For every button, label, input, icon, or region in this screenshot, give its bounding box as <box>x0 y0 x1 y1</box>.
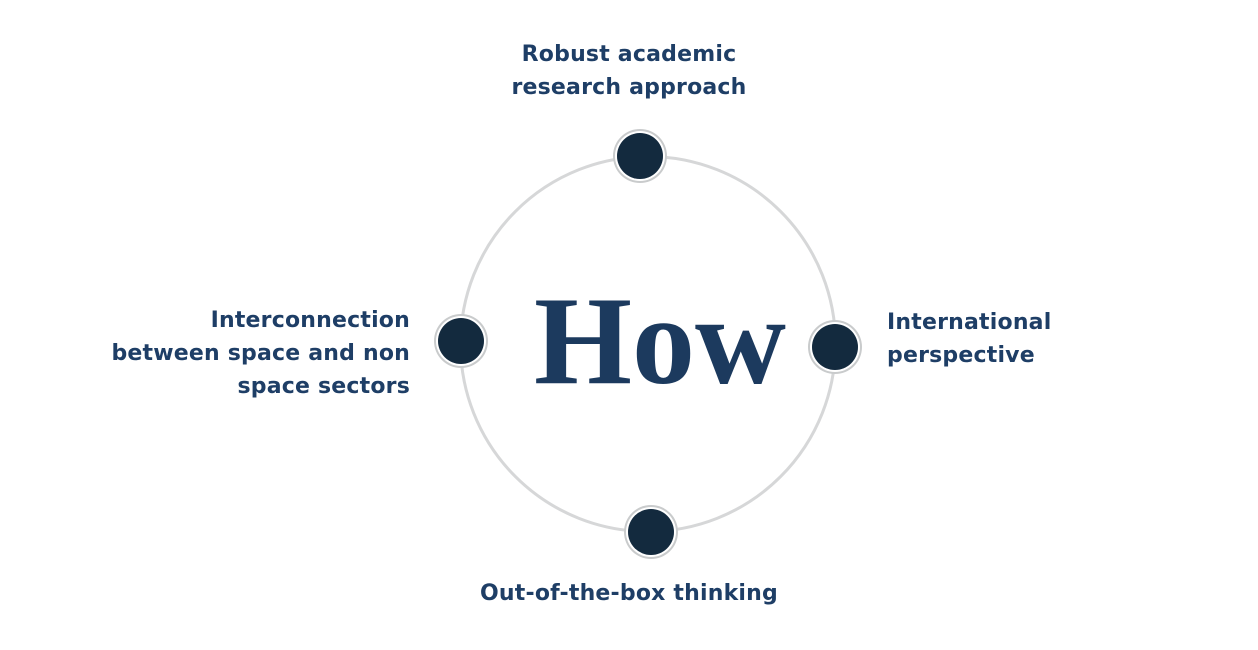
label-left-line-1: Interconnection <box>210 308 410 333</box>
label-right-line-1: International <box>887 310 1052 335</box>
label-right: International perspective <box>887 306 1051 372</box>
label-right-line-2: perspective <box>887 343 1035 368</box>
center-word: How <box>534 271 786 411</box>
node-dot-left-icon <box>438 318 484 364</box>
label-top-line-1: Robust academic <box>521 42 737 67</box>
label-left-line-3: space sectors <box>237 374 410 399</box>
label-bottom: Out-of-the-box thinking <box>0 577 1258 610</box>
node-dot-right-icon <box>812 324 858 370</box>
label-top: Robust academic research approach <box>0 38 1258 104</box>
node-dot-bottom-icon <box>628 509 674 555</box>
label-left-line-2: between space and non <box>111 341 410 366</box>
label-left: Interconnection between space and non sp… <box>111 304 410 403</box>
label-top-line-2: research approach <box>511 75 747 100</box>
label-bottom-line-1: Out-of-the-box thinking <box>480 581 778 606</box>
node-dot-top-icon <box>617 133 663 179</box>
